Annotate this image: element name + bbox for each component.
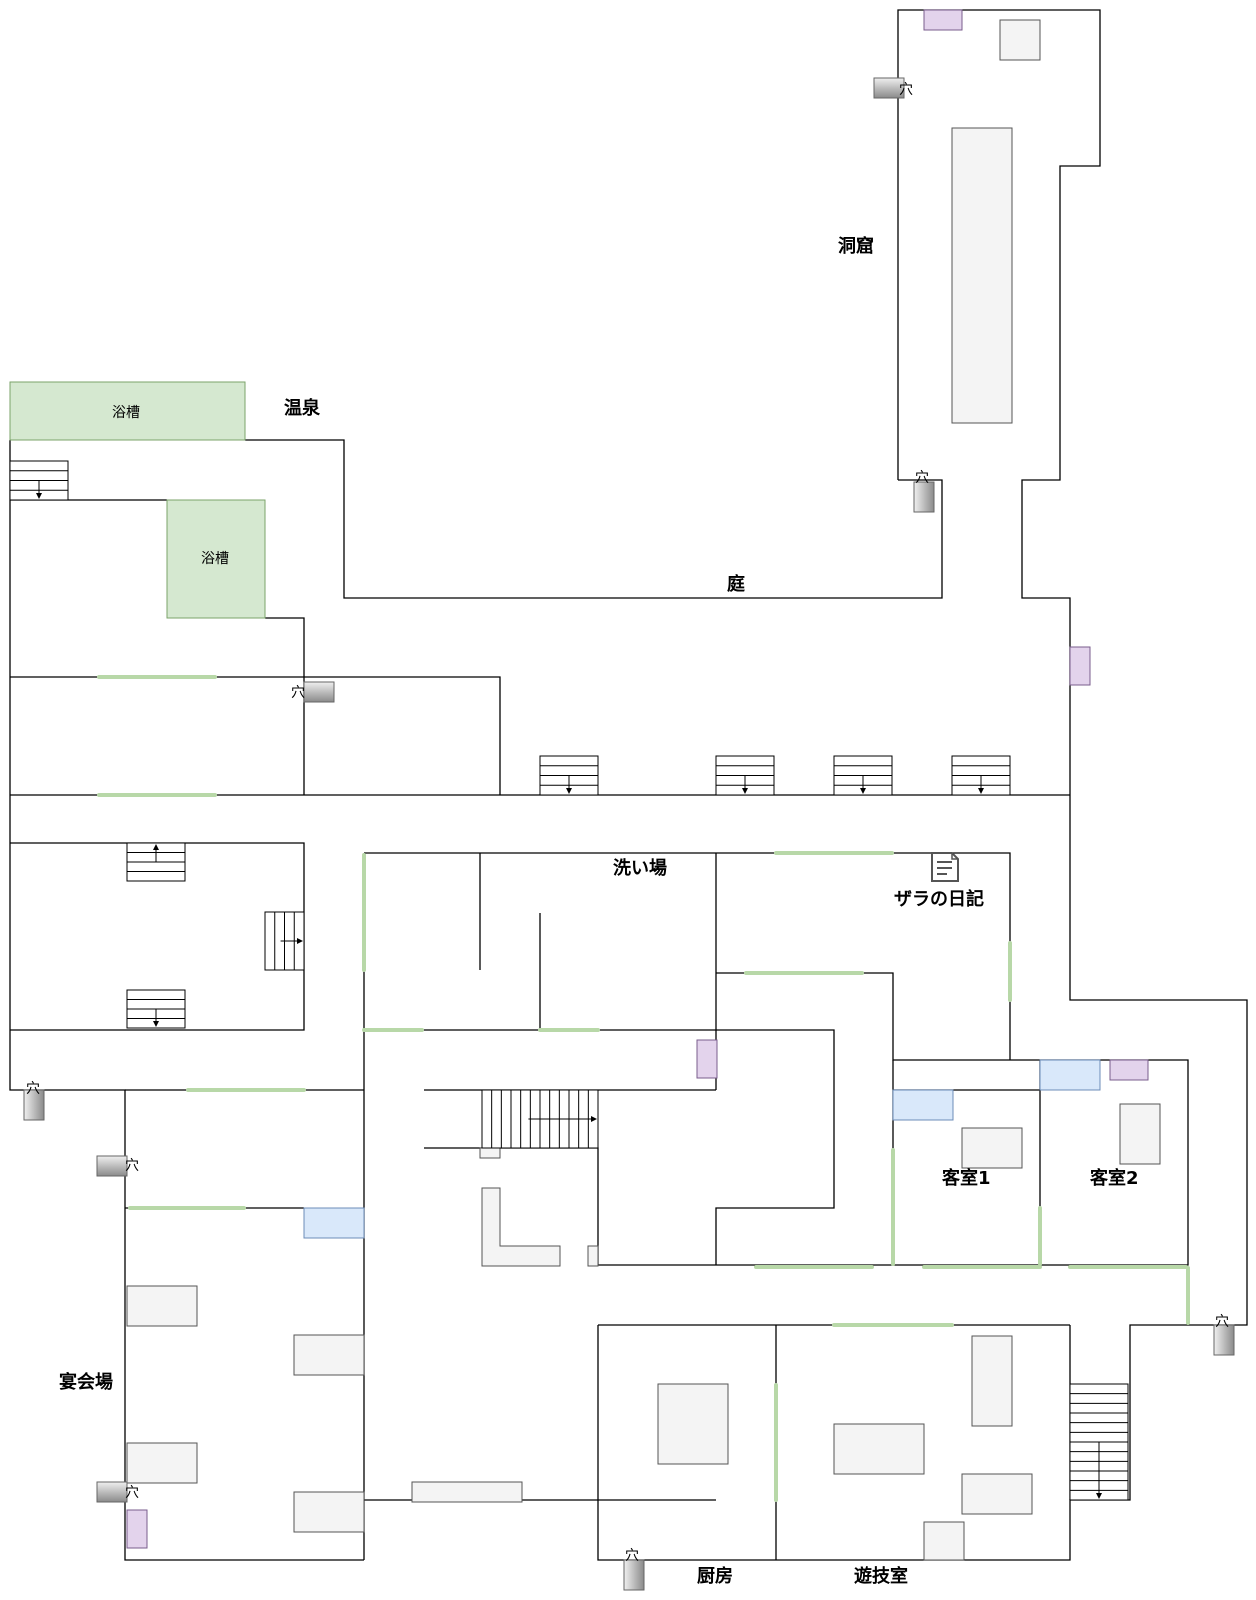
purple-marker	[1109, 1059, 1149, 1081]
kitchen-label: 厨房	[697, 1565, 733, 1587]
hole-label: 穴	[26, 1081, 40, 1097]
zara-diary-label[interactable]: ザラの日記	[894, 888, 984, 910]
stairs-symbol	[481, 1089, 599, 1149]
washing-area-label: 洗い場	[613, 857, 667, 879]
blue-marker	[303, 1207, 365, 1239]
furniture	[126, 19, 1161, 1561]
bathtub-1	[9, 381, 246, 441]
purple-marker	[126, 1509, 148, 1549]
purple-marker	[696, 1039, 718, 1079]
game-room-label: 遊技室	[854, 1565, 908, 1587]
doors	[97, 675, 1190, 1502]
guest-room-1-label: 客室1	[942, 1167, 991, 1189]
hole-label: 穴	[125, 1158, 139, 1174]
bathtub-label-2: 浴槽	[201, 551, 229, 567]
stairs-symbol	[833, 755, 893, 796]
stairs-symbol	[126, 842, 186, 882]
banquet-hall-label: 宴会場	[59, 1371, 113, 1393]
diary-note-icon[interactable]	[931, 852, 959, 882]
hole-label: 穴	[1215, 1314, 1229, 1330]
hole-label: 穴	[125, 1485, 139, 1501]
garden-label: 庭	[727, 573, 745, 595]
hole-label: 穴	[291, 685, 305, 701]
hole-label: 穴	[899, 82, 913, 98]
hole-label: 穴	[915, 470, 929, 486]
stairs	[9, 460, 1129, 1501]
guest-room-2-label: 客室2	[1090, 1167, 1139, 1189]
cave-label: 洞窟	[838, 235, 874, 257]
purple-marker	[1069, 646, 1091, 686]
stairs-symbol	[539, 755, 599, 796]
stairs-symbol	[715, 755, 775, 796]
bathtub-label-1: 浴槽	[112, 405, 140, 421]
onsen-label: 温泉	[284, 397, 321, 419]
walls	[9, 9, 1248, 1561]
stairs-symbol	[951, 755, 1011, 796]
bathtub-2	[166, 499, 266, 619]
hole-label: 穴	[625, 1548, 639, 1564]
blue-marker	[892, 1089, 954, 1121]
blue-marker	[1039, 1059, 1101, 1091]
stairs-symbol	[126, 989, 186, 1029]
stairs-symbol	[9, 460, 69, 501]
hole-blocks	[23, 77, 1235, 1591]
purple-marker	[923, 9, 963, 31]
stairs-symbol	[1069, 1383, 1129, 1501]
stairs-symbol	[264, 911, 305, 971]
